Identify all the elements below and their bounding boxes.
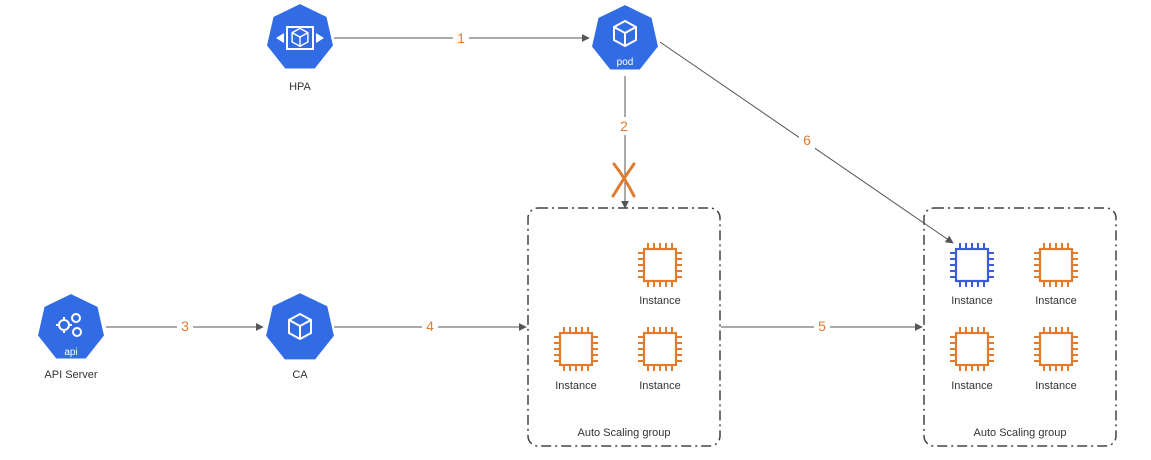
- instance-label: Instance: [951, 295, 993, 307]
- instance-label: Instance: [951, 380, 993, 392]
- ec2-instance-icon: [638, 327, 682, 371]
- edge-3-label: 3: [181, 318, 189, 334]
- left-group-label: Auto Scaling group: [578, 427, 671, 439]
- api-icon-text: api: [64, 347, 77, 358]
- edge-1-label: 1: [457, 30, 465, 46]
- right-instance-3[interactable]: Instance: [950, 327, 994, 392]
- pod-node[interactable]: pod: [590, 3, 660, 72]
- blocked-x-icon: [611, 162, 636, 198]
- ec2-instance-icon: [950, 327, 994, 371]
- edge-5-label: 5: [818, 318, 826, 334]
- api-server-label: API Server: [44, 369, 98, 381]
- hpa-node[interactable]: HPA: [265, 3, 335, 93]
- ca-label: CA: [292, 369, 308, 381]
- instance-label: Instance: [1035, 295, 1077, 307]
- ec2-instance-icon: [1034, 327, 1078, 371]
- instance-label: Instance: [639, 295, 681, 307]
- left-instance-1[interactable]: Instance: [638, 243, 682, 307]
- left-instance-3[interactable]: Instance: [638, 327, 682, 392]
- edge-2-label: 2: [620, 118, 628, 134]
- instance-label: Instance: [639, 380, 681, 392]
- hpa-label: HPA: [289, 81, 311, 93]
- right-auto-scaling-group[interactable]: Instance Instance Instance Instance Auto…: [923, 207, 1117, 447]
- ec2-instance-icon: [1034, 243, 1078, 287]
- left-group-border: [527, 207, 721, 447]
- api-server-node[interactable]: api API Server: [36, 292, 106, 381]
- pod-label: pod: [617, 57, 634, 68]
- ca-node[interactable]: CA: [264, 292, 336, 381]
- right-group-border: [923, 207, 1117, 447]
- ec2-instance-icon: [554, 327, 598, 371]
- right-instance-2[interactable]: Instance: [1034, 243, 1078, 307]
- edges: [106, 34, 954, 331]
- right-instance-4[interactable]: Instance: [1034, 327, 1078, 392]
- right-group-label: Auto Scaling group: [974, 427, 1067, 439]
- edge-labels: 1 2 3 4 5 6: [177, 29, 830, 335]
- instance-label: Instance: [1035, 380, 1077, 392]
- edge-4-label: 4: [426, 318, 434, 334]
- ec2-instance-icon: [638, 243, 682, 287]
- instance-label: Instance: [555, 380, 597, 392]
- left-instance-2[interactable]: Instance: [554, 327, 598, 392]
- right-instance-1[interactable]: Instance: [950, 243, 994, 307]
- hpa-symbol-icon: [276, 26, 324, 50]
- edge-6-label: 6: [803, 132, 811, 148]
- gears-icon: [56, 313, 82, 337]
- ec2-instance-icon: [950, 243, 994, 287]
- left-auto-scaling-group[interactable]: Instance Instance Instance Auto Scaling …: [527, 207, 721, 447]
